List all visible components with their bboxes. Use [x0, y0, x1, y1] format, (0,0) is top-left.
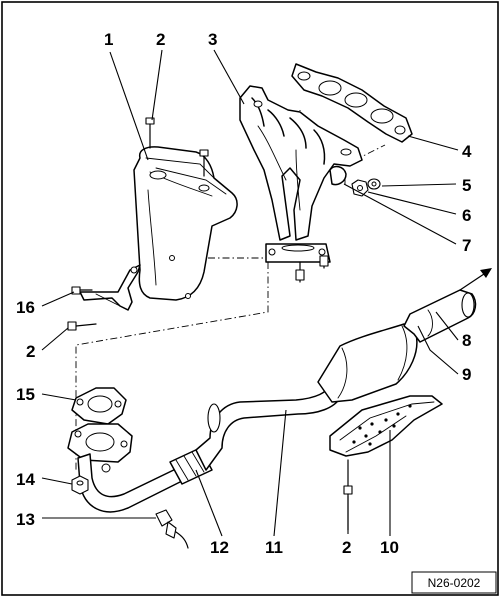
callout-15: 15: [16, 385, 35, 404]
nut: [351, 179, 369, 197]
callout-11: 11: [265, 538, 283, 557]
heat-shield: [133, 146, 238, 301]
callout-4: 4: [462, 142, 472, 161]
callout-6: 6: [462, 206, 471, 225]
callout-2-top: 2: [156, 30, 165, 49]
callout-12: 12: [210, 538, 229, 557]
bracket-bolt: [67, 321, 97, 331]
flange-nut: [71, 475, 89, 495]
figure-ref: N26-0202: [428, 576, 481, 590]
callout-8: 8: [462, 331, 471, 350]
callout-2-left: 2: [26, 342, 35, 361]
flange-gasket: [71, 387, 127, 425]
figure-ref-box: [411, 571, 497, 594]
exhaust-manifold: [239, 85, 363, 283]
callout-9: 9: [462, 365, 471, 384]
callout-16: 16: [16, 298, 35, 317]
callout-1: 1: [104, 30, 113, 49]
lambda-probe: [155, 509, 189, 549]
callout-2-bottom: 2: [342, 538, 351, 557]
callout-5: 5: [462, 176, 471, 195]
callout-10: 10: [380, 538, 399, 557]
manifold-gasket: [291, 63, 413, 143]
leader-lines: [41, 49, 459, 537]
washer: [367, 178, 381, 190]
callout-3: 3: [208, 30, 217, 49]
exhaust-pipe-assembly: [67, 268, 492, 513]
callout-13: 13: [16, 510, 35, 529]
callout-14: 14: [16, 470, 35, 489]
bracket: [71, 264, 141, 311]
callout-7: 7: [462, 236, 471, 255]
catalyst-heat-shield: [329, 395, 443, 457]
